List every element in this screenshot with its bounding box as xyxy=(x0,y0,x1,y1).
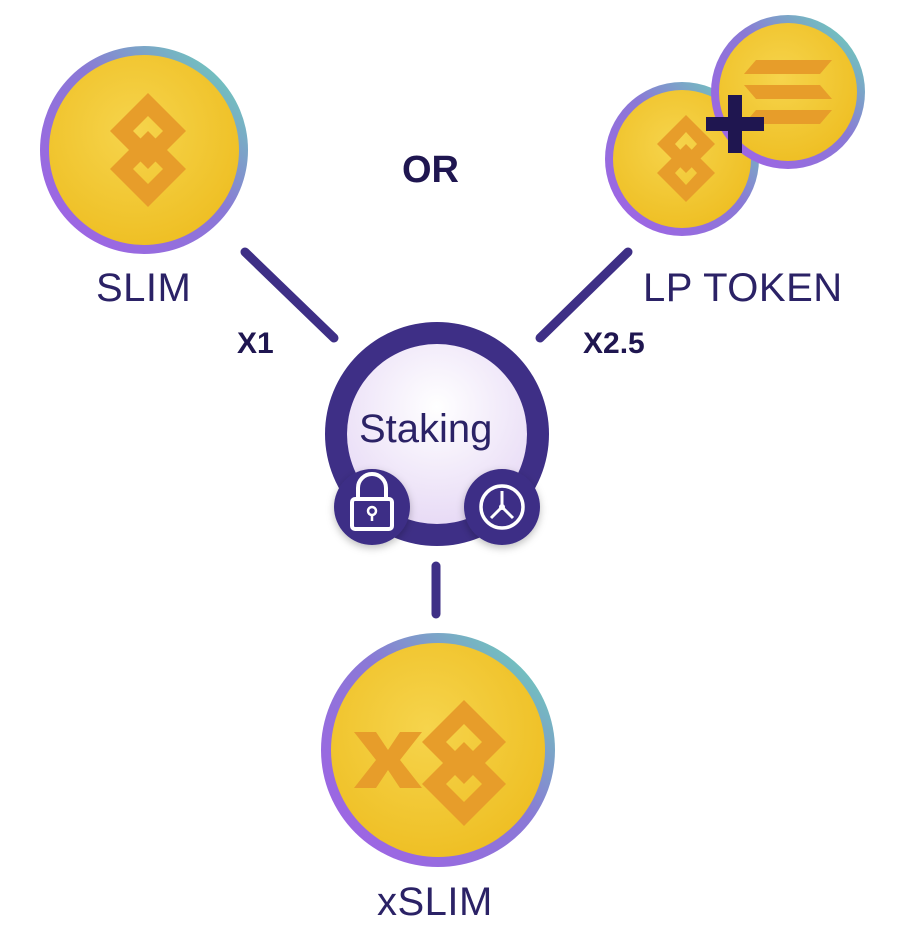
slim-label: SLIM xyxy=(96,266,192,310)
plus-icon xyxy=(706,95,764,153)
lock-icon xyxy=(334,469,410,545)
clock-icon xyxy=(464,469,540,545)
or-label: OR xyxy=(402,149,459,191)
lp-token-label: LP TOKEN xyxy=(643,266,843,310)
lp-token-coin xyxy=(605,15,865,236)
lp-slim-logo-icon xyxy=(657,115,715,202)
connector-slim xyxy=(240,247,339,343)
staking-label: Staking xyxy=(359,407,493,451)
xslim-coin xyxy=(321,633,555,867)
slim-coin xyxy=(40,46,248,254)
connector-lp xyxy=(535,247,633,343)
slim-multiplier: X1 xyxy=(237,327,274,360)
lp-multiplier: X2.5 xyxy=(583,327,645,360)
solana-logo-icon xyxy=(744,60,832,124)
x8-logo-icon xyxy=(354,700,506,826)
slim-8-logo-icon xyxy=(110,93,186,207)
xslim-label: xSLIM xyxy=(377,880,493,924)
